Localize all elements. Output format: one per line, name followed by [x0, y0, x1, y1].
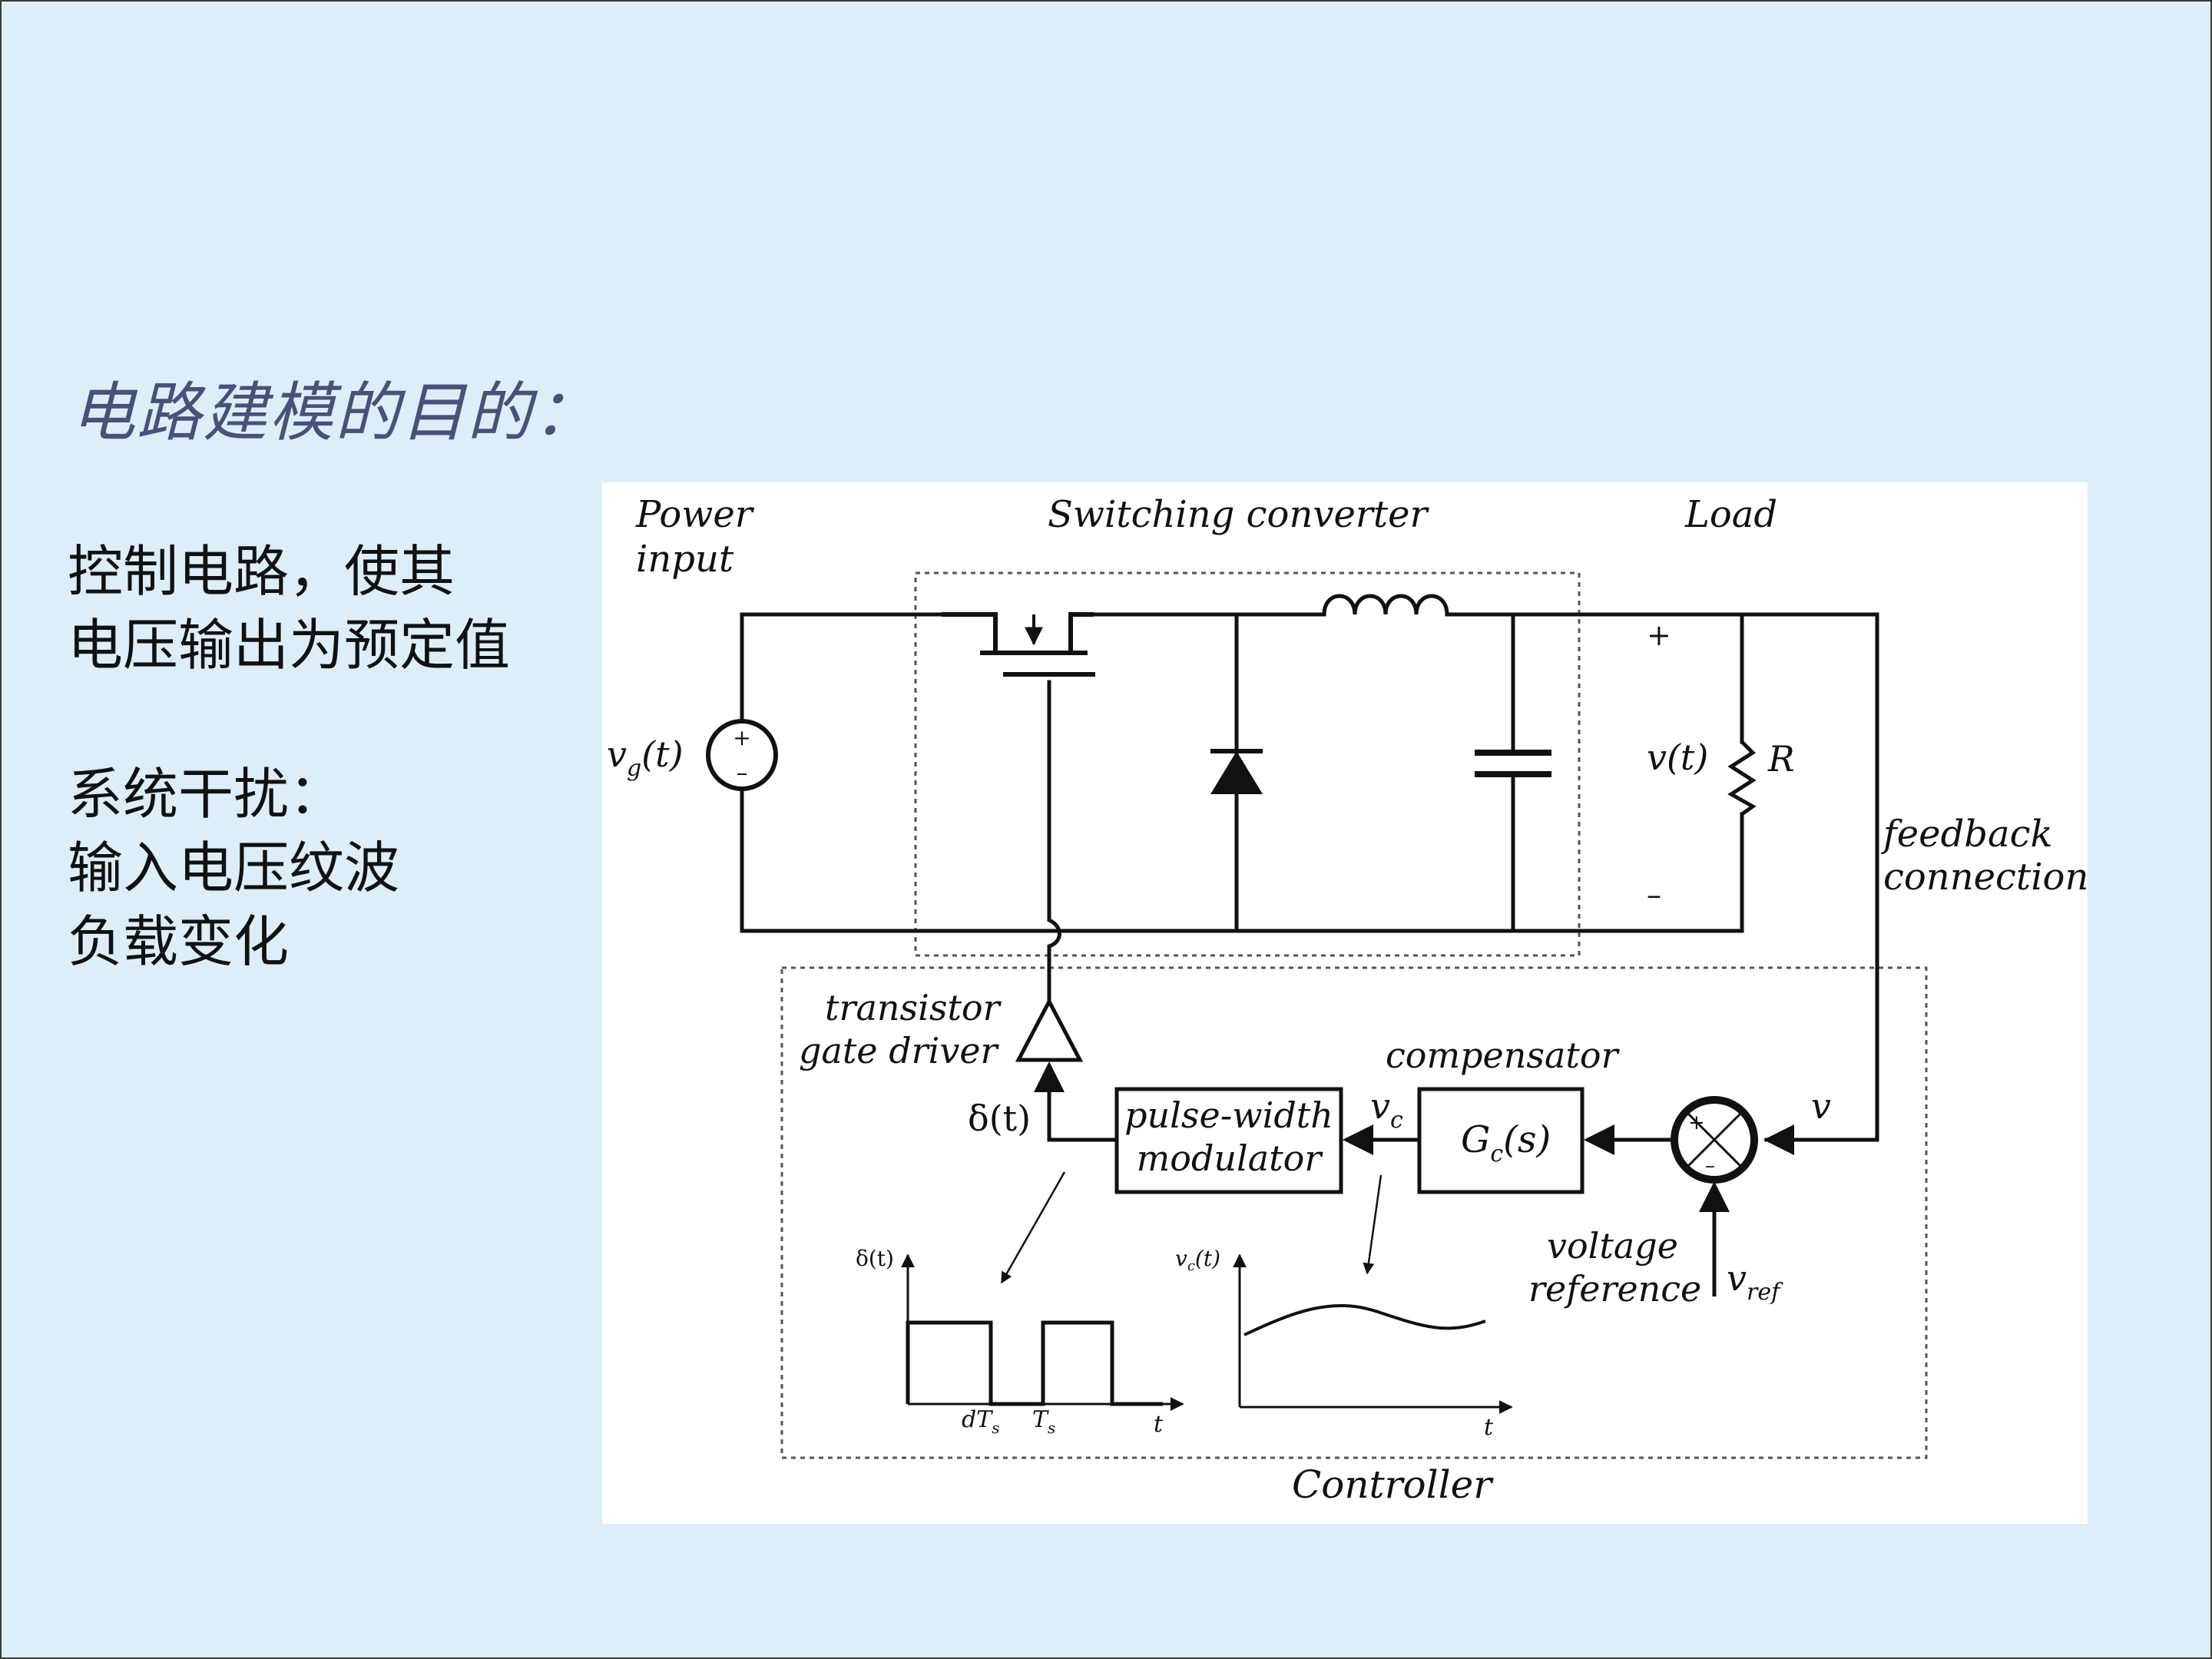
control-line-1: 控制电路，使其: [68, 539, 455, 604]
sum-plus: +: [1688, 1111, 1705, 1134]
inductor-symbol: [1322, 594, 1449, 615]
gate-driver-symbol: [1015, 997, 1084, 1062]
label-r: R: [1767, 738, 1795, 780]
plot1-xlabel: t: [1154, 1411, 1164, 1438]
gate-wire: [1047, 680, 1061, 1004]
feedback-wire: [1763, 612, 1879, 1155]
label-vt: v(t): [1647, 737, 1708, 778]
voltage-source-symbol: [706, 719, 778, 791]
label-load: Load: [1684, 493, 1777, 536]
control-loop-diagram: + – Power i: [602, 482, 2088, 1524]
label-vc: vc: [1370, 1085, 1403, 1134]
pwm-label-line1: pulse-width: [1124, 1094, 1333, 1136]
pwm-to-driver: [1034, 1061, 1117, 1142]
diode-symbol: [1210, 749, 1263, 794]
label-minus: –: [1647, 878, 1661, 912]
compensator-block: [1417, 1087, 1584, 1194]
plot1-tick-dts: dTs: [962, 1406, 999, 1437]
capacitor-symbol: [1475, 750, 1551, 777]
disturbance-item-load: 负载变化: [68, 909, 290, 974]
source-minus-sign: –: [737, 760, 748, 786]
pwm-pulse-train: [906, 1320, 1163, 1406]
label-controller: Controller: [1292, 1462, 1494, 1507]
control-line-2: 电压输出为预定值: [68, 613, 511, 677]
pwm-waveform-plot: [901, 1253, 1184, 1411]
label-vg: vg(t): [607, 733, 684, 782]
vc-waveform-plot: [1233, 1253, 1513, 1414]
converter-boundary: [914, 571, 1581, 957]
label-input: input: [636, 538, 734, 581]
plot1-ylabel: δ(t): [856, 1246, 894, 1271]
plot2-xlabel: t: [1484, 1414, 1494, 1441]
plot2-ylabel: vc(t): [1175, 1246, 1220, 1274]
label-voltage: voltage: [1547, 1225, 1678, 1267]
label-vref: vref: [1727, 1257, 1783, 1306]
label-compensator: compensator: [1386, 1035, 1621, 1076]
vc-pointer: [1363, 1174, 1382, 1275]
label-feedback: feedback: [1881, 813, 2053, 856]
compensator-tf: Gc(s): [1461, 1118, 1551, 1167]
pwm-label-line2: modulator: [1137, 1137, 1324, 1179]
mosfet-switch: [942, 612, 1095, 677]
label-delta: δ(t): [968, 1098, 1031, 1139]
disturbance-item-ripple: 输入电压纹波: [68, 836, 400, 900]
label-connection: connection: [1883, 856, 2088, 899]
controller-boundary: [780, 966, 1928, 1459]
label-v: v: [1811, 1085, 1831, 1127]
label-plus: +: [1647, 618, 1671, 652]
disturbance-heading: 系统干扰：: [68, 762, 345, 826]
resistor-symbol: [1727, 740, 1757, 816]
diagram-svg: + – Power i: [607, 493, 2088, 1507]
label-reference: reference: [1528, 1268, 1701, 1310]
plot1-tick-ts: Ts: [1032, 1406, 1055, 1437]
label-switching-converter: Switching converter: [1048, 493, 1430, 536]
delta-pointer: [1000, 1171, 1066, 1284]
label-power: Power: [635, 493, 755, 536]
pwm-block: [1114, 1087, 1343, 1194]
label-gate-driver: gate driver: [799, 1030, 1000, 1071]
source-plus-sign: +: [733, 725, 750, 750]
sum-minus: –: [1705, 1154, 1715, 1177]
label-transistor: transistor: [825, 987, 1002, 1028]
vc-signal-curve: [1243, 1303, 1486, 1336]
summing-junction: [1671, 1096, 1758, 1184]
slide-title: 电路建模的目的：: [71, 375, 600, 450]
